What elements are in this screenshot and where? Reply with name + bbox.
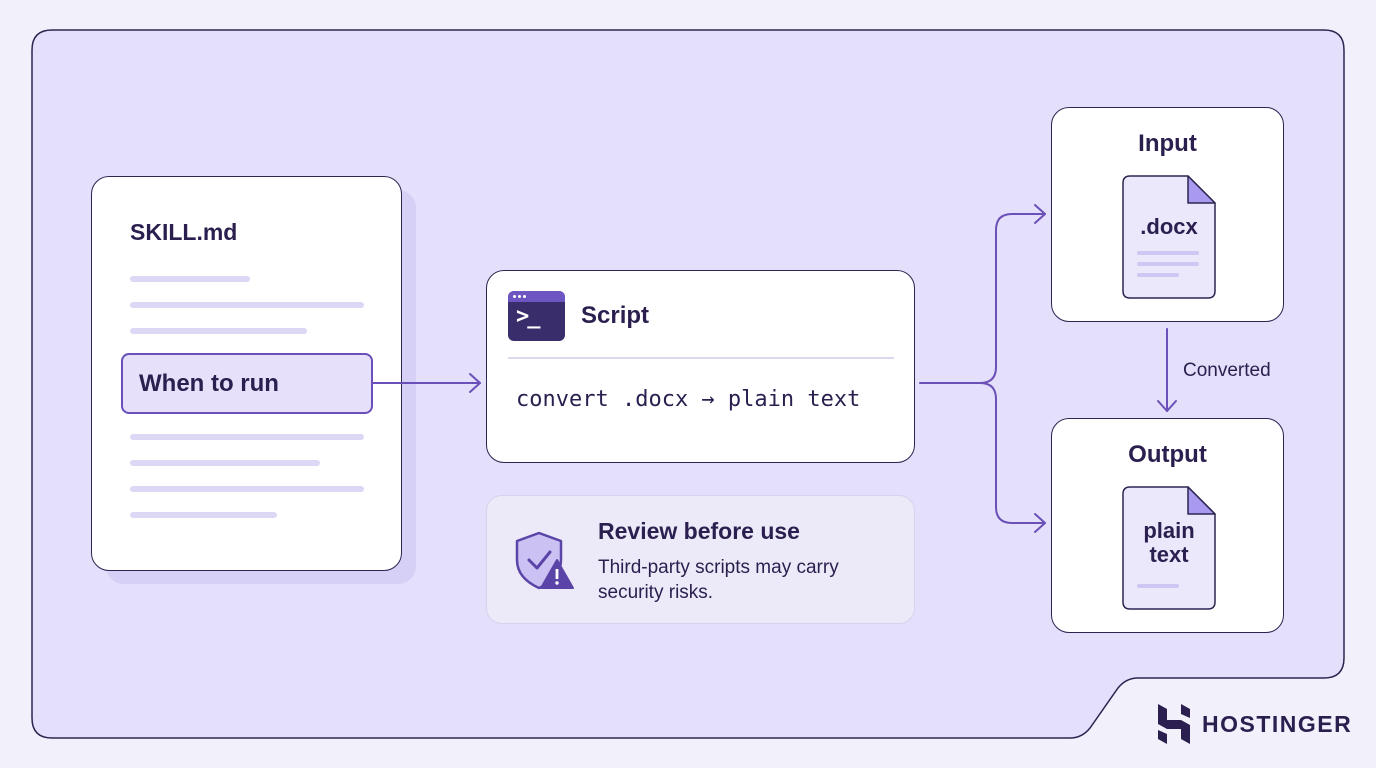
hostinger-logo-icon — [1158, 704, 1190, 744]
skill-title: SKILL.md — [130, 219, 238, 245]
skill-card: SKILL.md When to run — [91, 176, 402, 571]
input-card: Input .docx — [1051, 107, 1284, 322]
output-card: Output plain text — [1051, 418, 1284, 633]
shield-warning-icon — [515, 531, 574, 590]
text-placeholder-line — [130, 486, 364, 492]
text-placeholder-line — [130, 434, 364, 440]
output-doc-label-line1: plain — [1143, 518, 1195, 543]
arrowhead — [1034, 204, 1046, 224]
review-warning-card: Review before use Third-party scripts ma… — [486, 495, 915, 624]
arrowhead — [1034, 513, 1046, 533]
output-title: Output — [1128, 441, 1207, 468]
text-placeholder-line — [130, 276, 250, 282]
script-card: >_ Script convert .docx → plain text — [486, 270, 915, 463]
text-placeholder-line — [130, 460, 320, 466]
document-icon — [1122, 175, 1216, 299]
converted-label: Converted — [1183, 360, 1271, 381]
script-command: convert .docx → plain text — [516, 387, 861, 412]
arrow-script-to-output — [979, 382, 1046, 524]
input-doc-label: .docx — [1140, 214, 1198, 239]
review-title: Review before use — [598, 518, 800, 544]
text-placeholder-line — [130, 302, 364, 308]
divider — [508, 357, 894, 359]
text-placeholder-line — [130, 512, 277, 518]
output-doc-label-line2: text — [1149, 542, 1189, 567]
hostinger-brand-name: HOSTINGER — [1202, 711, 1353, 737]
when-to-run-label: When to run — [139, 370, 279, 397]
document-icon — [1122, 486, 1216, 610]
arrowhead — [1157, 400, 1177, 412]
terminal-icon: >_ — [508, 291, 565, 341]
arrowhead — [469, 373, 481, 393]
when-to-run-highlight: When to run — [121, 353, 373, 414]
arrow-script-to-input — [919, 213, 1046, 384]
script-title: Script — [581, 302, 650, 329]
input-title: Input — [1138, 130, 1197, 157]
review-body: Third-party scripts may carry security r… — [598, 557, 839, 603]
text-placeholder-line — [130, 328, 307, 334]
